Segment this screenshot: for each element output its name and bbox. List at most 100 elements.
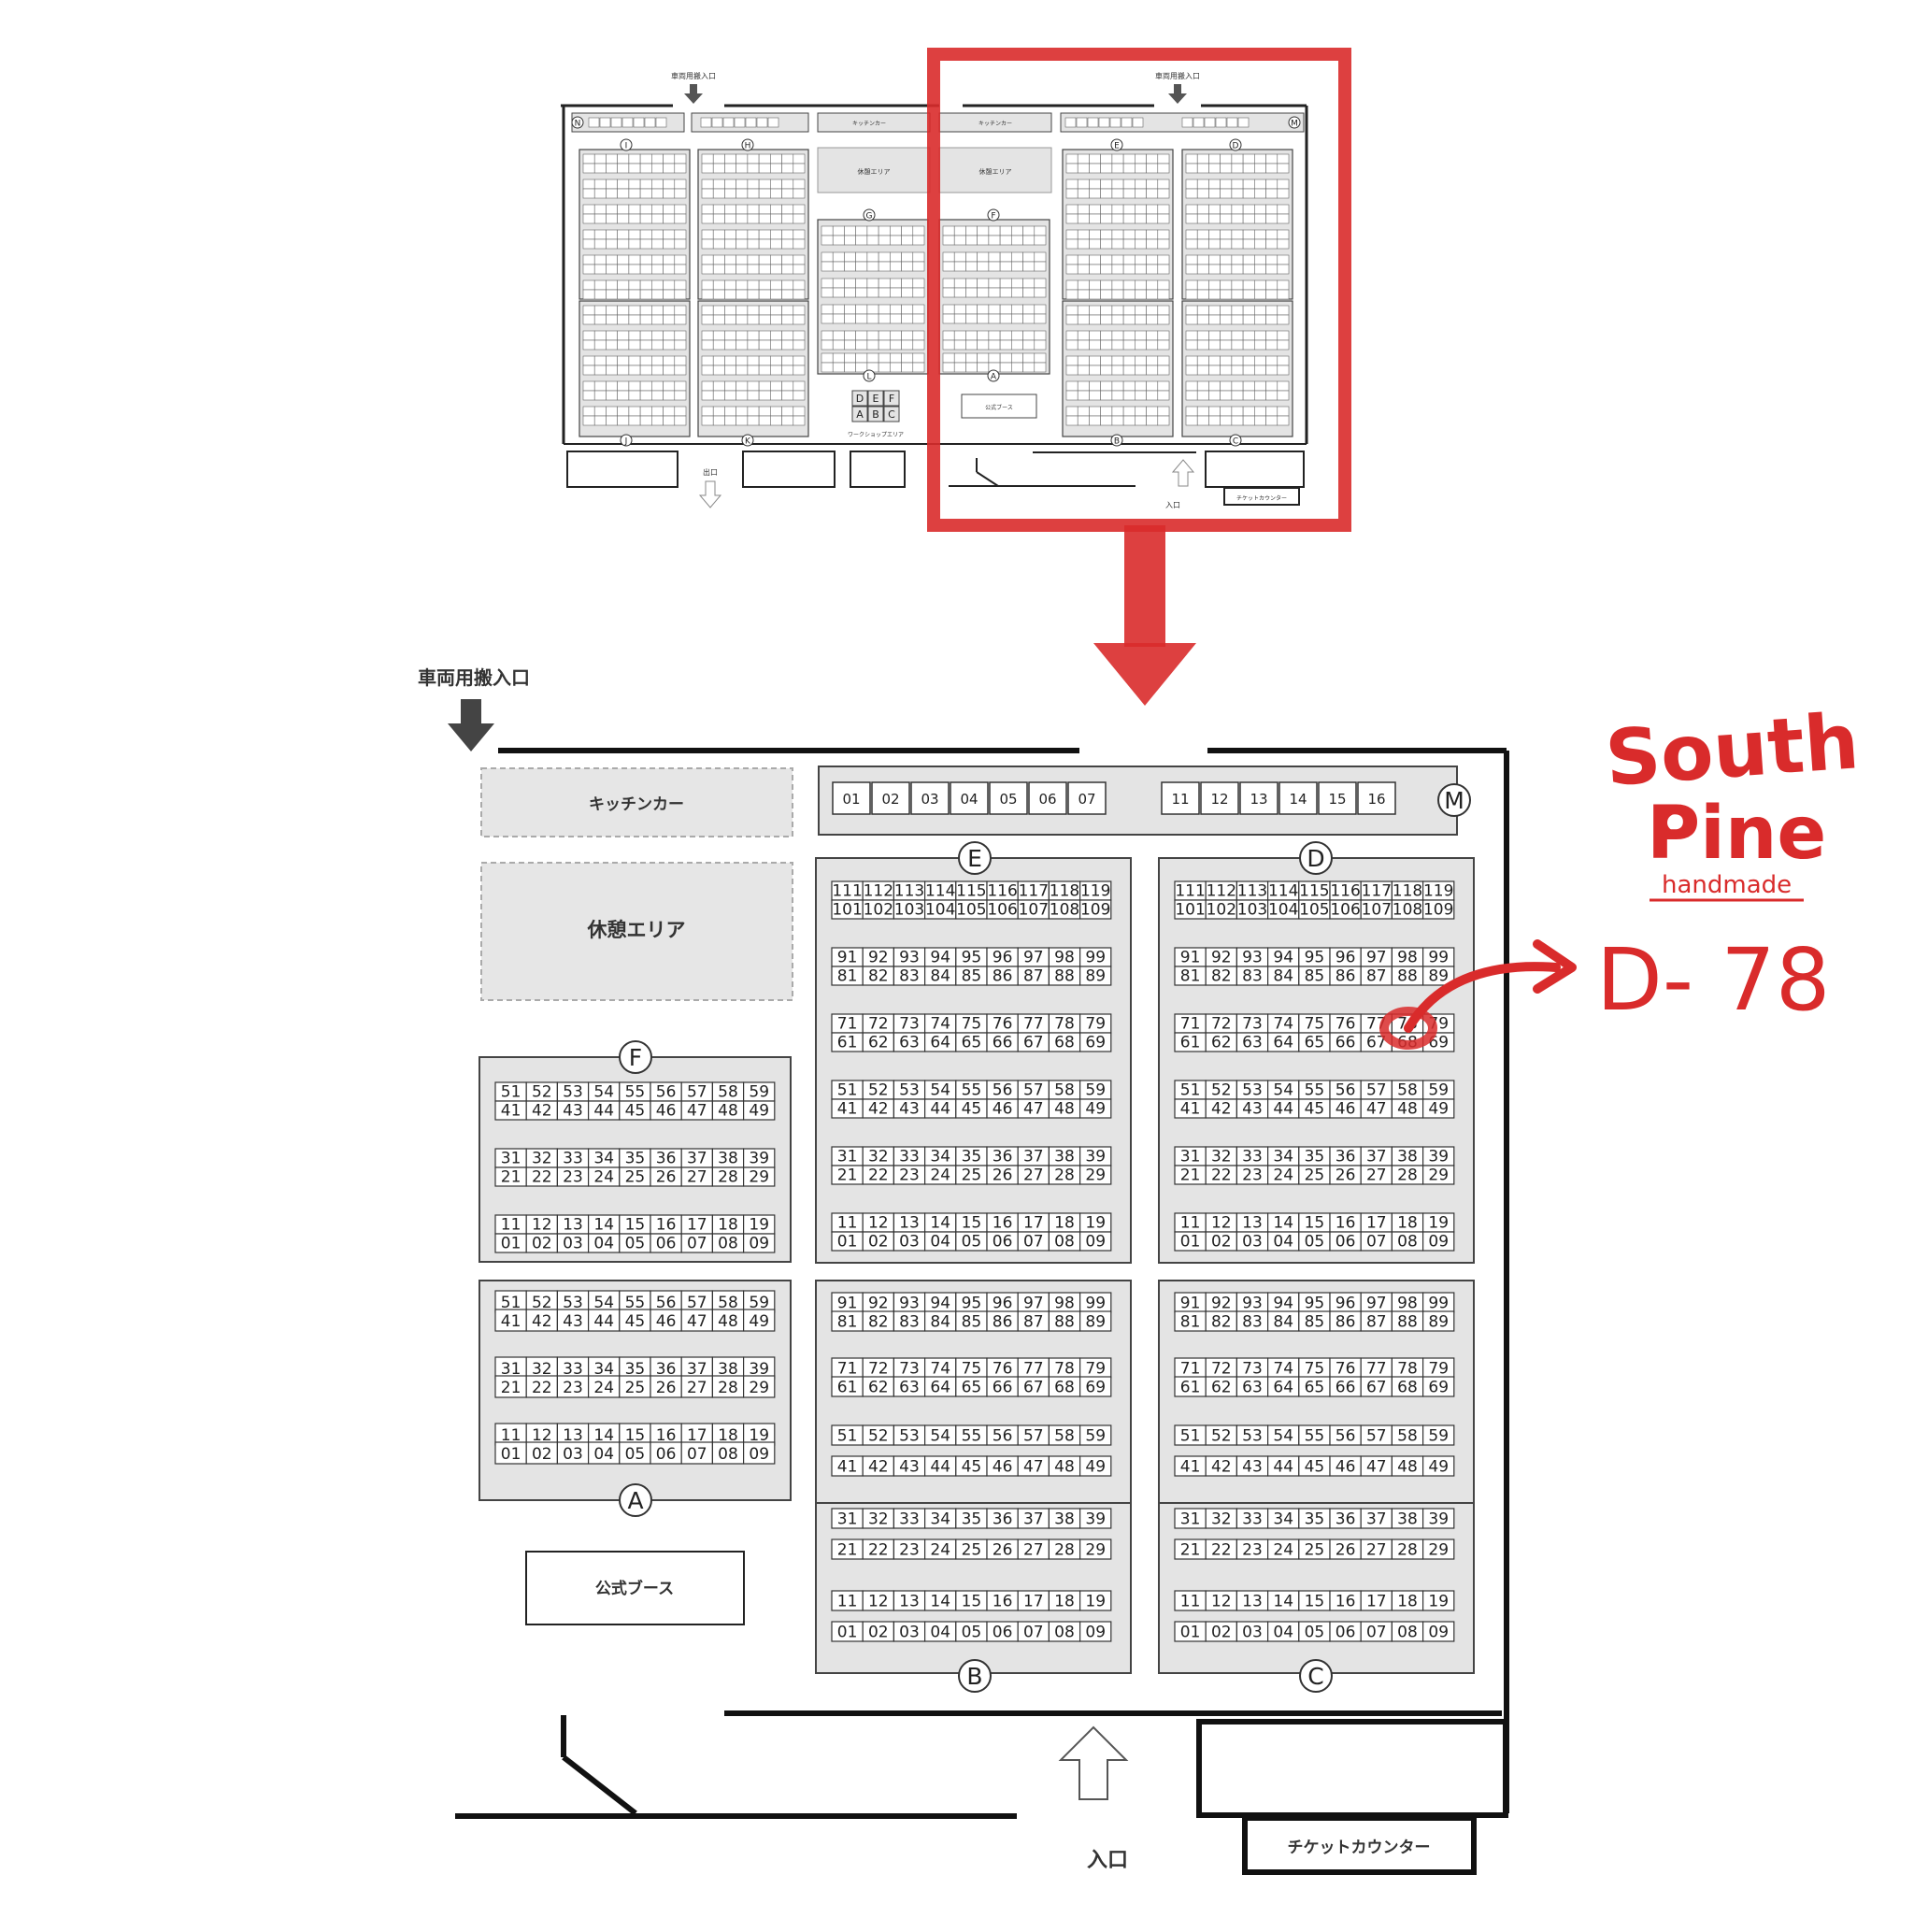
f-booth-49[interactable]	[742, 1100, 776, 1121]
c-booth-49[interactable]	[1421, 1455, 1455, 1477]
booth-number: 02	[881, 791, 899, 808]
booth-m-01[interactable]	[832, 781, 871, 815]
booth-number: 57	[1366, 1426, 1387, 1445]
booth-number: 83	[1242, 967, 1263, 986]
booth-number: 05	[625, 1235, 646, 1253]
booth-number: 102	[1207, 901, 1236, 920]
d-booth-49[interactable]	[1421, 1098, 1455, 1119]
d-booth-09[interactable]	[1421, 1231, 1455, 1252]
b-booth-89[interactable]	[1078, 1310, 1112, 1332]
booth-number: 72	[1211, 1015, 1232, 1034]
e-booth-69[interactable]	[1078, 1032, 1112, 1052]
booth-number: 14	[1273, 1592, 1293, 1610]
booth-m-15[interactable]	[1318, 781, 1357, 815]
d-booth-29[interactable]	[1421, 1165, 1455, 1185]
b-booth-39[interactable]	[1078, 1508, 1112, 1529]
booth-number: 54	[1273, 1426, 1293, 1445]
booth-m-05[interactable]	[989, 781, 1028, 815]
booth-m-16[interactable]	[1357, 781, 1396, 815]
b-booth-59[interactable]	[1078, 1424, 1112, 1446]
a-booth-49[interactable]	[742, 1309, 776, 1332]
booth-number: 113	[1237, 882, 1267, 901]
booth-m-02[interactable]	[871, 781, 910, 815]
b-booth-49[interactable]	[1078, 1455, 1112, 1477]
d-booth-89[interactable]	[1421, 966, 1455, 986]
e-booth-49[interactable]	[1078, 1098, 1112, 1119]
c-booth-39[interactable]	[1421, 1508, 1455, 1529]
booth-number: 37	[1023, 1148, 1044, 1166]
booth-number: 52	[1211, 1081, 1232, 1100]
booth-number: 52	[1211, 1426, 1232, 1445]
booth-number: 09	[1085, 1233, 1106, 1252]
f-booth-09[interactable]	[742, 1233, 776, 1253]
booth-m-14[interactable]	[1278, 781, 1318, 815]
e-booth-09[interactable]	[1078, 1231, 1112, 1252]
booth-number: 95	[962, 949, 982, 967]
booth-m-04[interactable]	[950, 781, 989, 815]
booth-number: 63	[899, 1034, 920, 1052]
booth-number: 77	[1366, 1359, 1387, 1378]
a-booth-09[interactable]	[742, 1441, 776, 1465]
c-booth-09[interactable]	[1421, 1621, 1455, 1642]
booth-number: 45	[625, 1312, 646, 1331]
booth-number: 04	[960, 791, 978, 808]
c-booth-89[interactable]	[1421, 1310, 1455, 1332]
booth-number: 67	[1366, 1378, 1387, 1396]
e-booth-109[interactable]	[1078, 899, 1112, 920]
booth-number: 58	[1054, 1426, 1075, 1445]
booth-number: 29	[1085, 1166, 1106, 1185]
booth-number: 118	[1050, 882, 1079, 901]
e-booth-29[interactable]	[1078, 1165, 1112, 1185]
booth-number: 71	[837, 1359, 858, 1378]
booth-number: 13	[563, 1426, 583, 1445]
booth-number: 58	[1054, 1081, 1075, 1100]
booth-number: 31	[501, 1360, 521, 1379]
overview-exit: 出口	[703, 467, 718, 477]
booth-number: 58	[1397, 1426, 1418, 1445]
booth-number: 12	[868, 1592, 889, 1610]
booth-number: 43	[899, 1457, 920, 1476]
booth-number: 27	[1023, 1166, 1044, 1185]
b-booth-09[interactable]	[1078, 1621, 1112, 1642]
booth-m-03[interactable]	[910, 781, 950, 815]
booth-number: 86	[993, 1312, 1013, 1331]
c-booth-69[interactable]	[1421, 1376, 1455, 1397]
booth-number: 111	[1175, 882, 1205, 901]
booth-number: 11	[501, 1426, 521, 1445]
f-booth-29[interactable]	[742, 1166, 776, 1187]
booth-number: 31	[1180, 1148, 1201, 1166]
booth-m-06[interactable]	[1028, 781, 1067, 815]
b-booth-19[interactable]	[1078, 1590, 1112, 1611]
c-booth-19[interactable]	[1421, 1590, 1455, 1611]
booth-number: 55	[625, 1083, 646, 1102]
booth-m-13[interactable]	[1239, 781, 1278, 815]
c-booth-29[interactable]	[1421, 1538, 1455, 1560]
booth-number: 83	[899, 967, 920, 986]
booth-number: 24	[930, 1166, 950, 1185]
a-booth-29[interactable]	[742, 1375, 776, 1398]
b-booth-69[interactable]	[1078, 1376, 1112, 1397]
overview-block-circle	[987, 369, 1000, 382]
booth-number: 12	[1211, 1592, 1232, 1610]
booth-number: 61	[1180, 1034, 1201, 1052]
e-booth-89[interactable]	[1078, 966, 1112, 986]
booth-number: 38	[1054, 1148, 1075, 1166]
booth-number: 64	[1273, 1378, 1293, 1396]
booth-number: 27	[687, 1379, 707, 1397]
booth-number: 73	[899, 1015, 920, 1034]
c-booth-59[interactable]	[1421, 1424, 1455, 1446]
booth-m-07[interactable]	[1067, 781, 1107, 815]
b-booth-29[interactable]	[1078, 1538, 1112, 1560]
booth-number: 12	[1211, 1214, 1232, 1233]
booth-number: 24	[1273, 1540, 1293, 1559]
d-booth-109[interactable]	[1421, 899, 1455, 920]
booth-number: 53	[1242, 1426, 1263, 1445]
overview-block-circle	[863, 208, 876, 222]
overview-rest-area-1: 休憩エリア	[858, 167, 891, 176]
booth-number: 02	[868, 1233, 889, 1252]
booth-m-11[interactable]	[1161, 781, 1200, 815]
booth-number: 53	[563, 1294, 583, 1312]
booth-m-12[interactable]	[1200, 781, 1239, 815]
booth-number: 45	[1305, 1457, 1325, 1476]
overview-block	[578, 149, 691, 300]
